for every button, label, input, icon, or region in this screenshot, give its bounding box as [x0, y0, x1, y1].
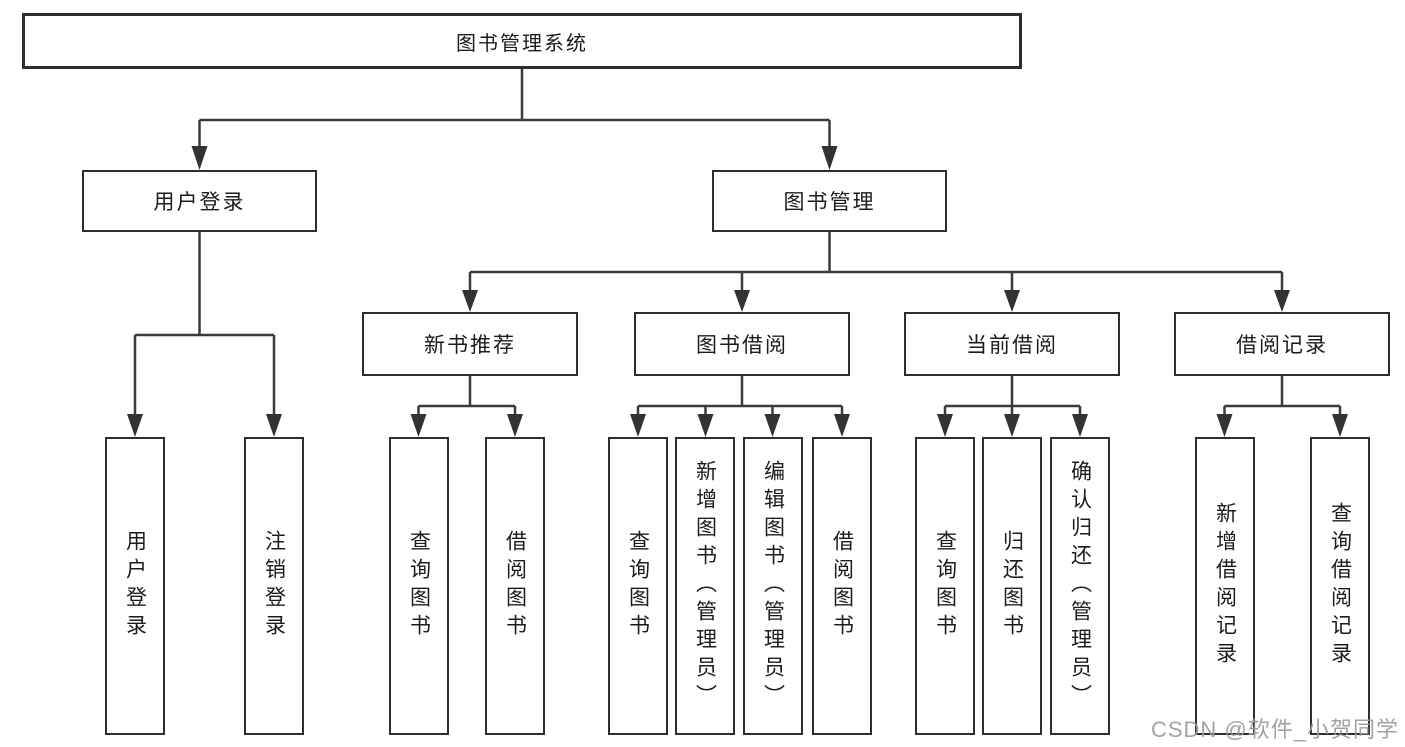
leaf-label: 编辑图书（管理员）	[761, 460, 785, 712]
leaf-label: 借阅图书	[503, 530, 527, 642]
leaf-user-login: 用户登录	[105, 437, 165, 735]
leaf-query-books-current: 查询图书	[915, 437, 975, 735]
leaf-label: 新增借阅记录	[1213, 502, 1237, 670]
leaf-query-books-borrow: 查询图书	[608, 437, 668, 735]
leaf-edit-books-admin: 编辑图书（管理员）	[743, 437, 803, 735]
leaf-query-borrow-record: 查询借阅记录	[1310, 437, 1370, 735]
node-new-book-recommend: 新书推荐	[362, 312, 578, 376]
arrowheads	[127, 146, 1348, 437]
leaf-logout: 注销登录	[244, 437, 304, 735]
leaf-add-borrow-record: 新增借阅记录	[1195, 437, 1255, 735]
node-book-borrow: 图书借阅	[634, 312, 850, 376]
leaf-query-books-recommend: 查询图书	[389, 437, 449, 735]
leaf-label: 查询图书	[933, 530, 957, 642]
leaf-label: 归还图书	[1000, 530, 1024, 642]
node-root-system: 图书管理系统	[22, 13, 1022, 69]
leaf-label: 注销登录	[262, 530, 286, 642]
leaf-label: 借阅图书	[830, 530, 854, 642]
leaf-label: 用户登录	[123, 530, 147, 642]
leaf-label: 查询图书	[407, 530, 431, 642]
node-user-login: 用户登录	[82, 170, 317, 232]
leaf-borrow-books-recommend: 借阅图书	[485, 437, 545, 735]
node-current-borrow: 当前借阅	[904, 312, 1120, 376]
leaf-label: 新增图书（管理员）	[693, 460, 717, 712]
leaf-label: 确认归还（管理员）	[1068, 460, 1092, 712]
leaf-label: 查询借阅记录	[1328, 502, 1352, 670]
csdn-watermark: CSDN @软件_小贺同学	[1150, 717, 1399, 742]
leaf-return-books: 归还图书	[982, 437, 1042, 735]
leaf-label: 查询图书	[626, 530, 650, 642]
leaf-add-books-admin: 新增图书（管理员）	[675, 437, 735, 735]
leaf-confirm-return-admin: 确认归还（管理员）	[1050, 437, 1110, 735]
node-borrow-records: 借阅记录	[1174, 312, 1390, 376]
node-book-management: 图书管理	[712, 170, 947, 232]
leaf-borrow-books: 借阅图书	[812, 437, 872, 735]
